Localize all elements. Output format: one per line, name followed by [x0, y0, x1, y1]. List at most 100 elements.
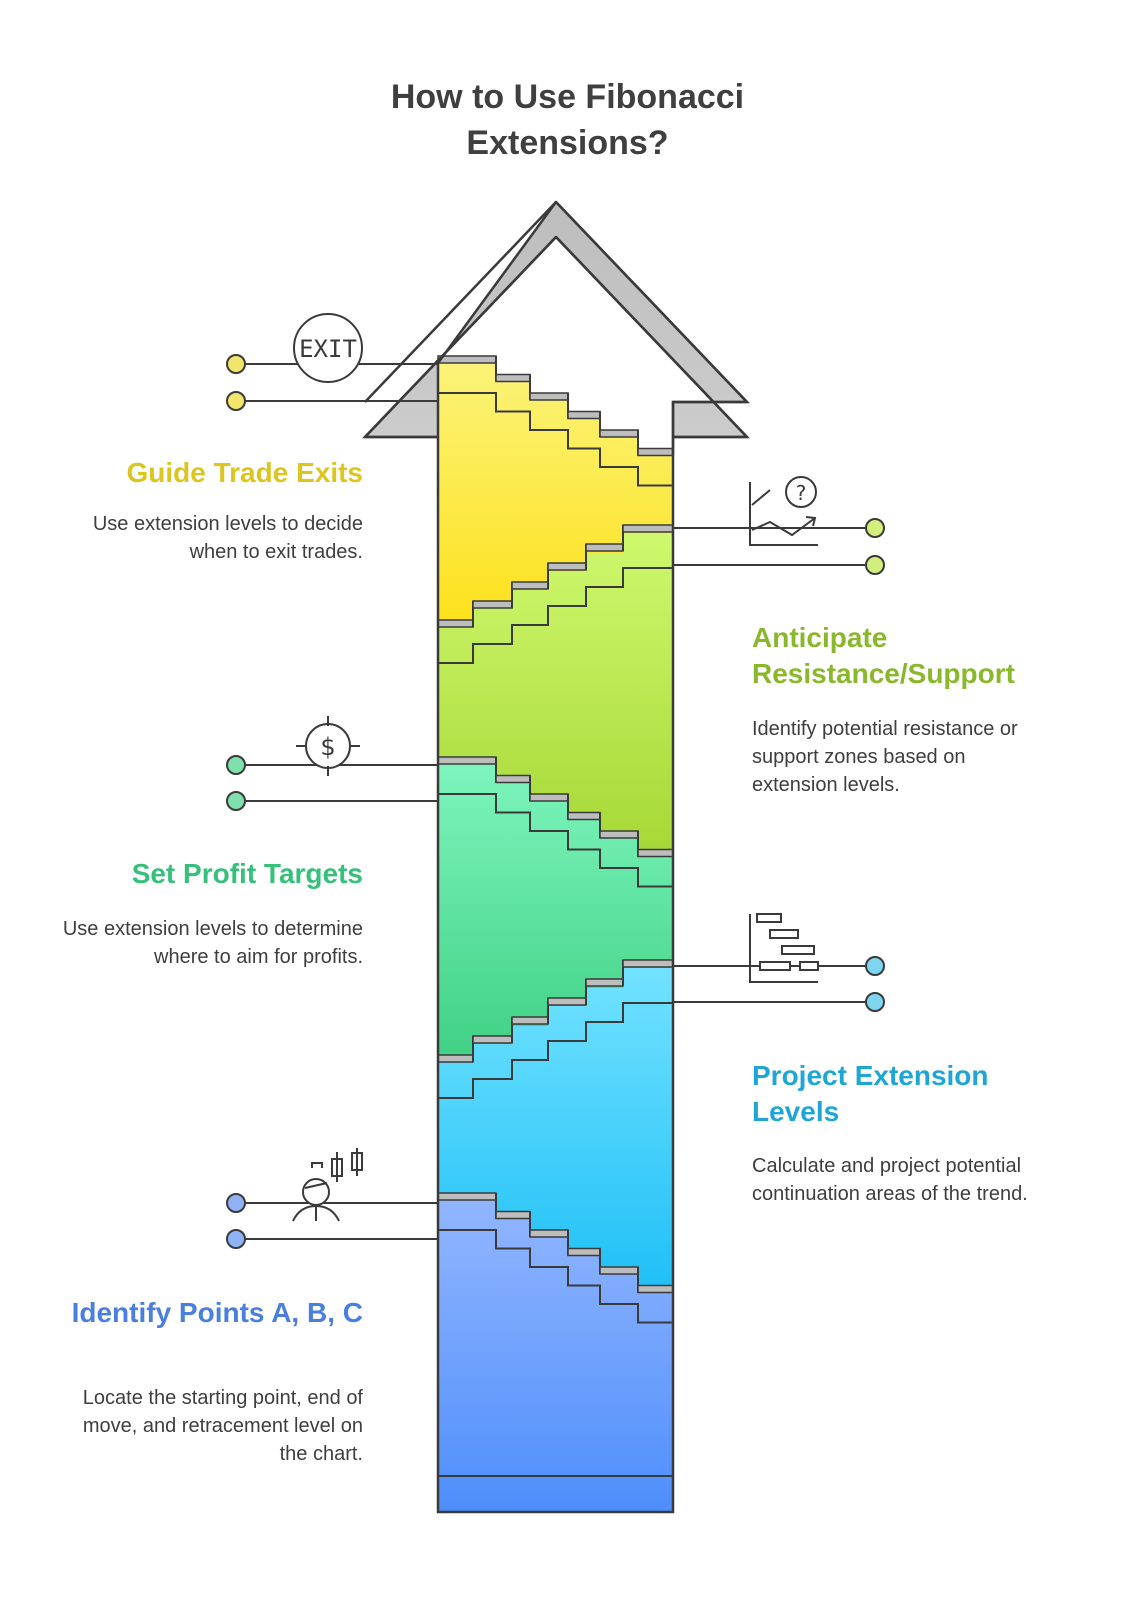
band-guide-exits [365, 363, 673, 627]
step-tread [599, 1266, 639, 1275]
stairs-identify-points [437, 1192, 674, 1324]
band-identify-points [438, 1198, 673, 1512]
step-tread [637, 1284, 674, 1294]
arrow-stairs [436, 355, 675, 1514]
trader-glasses [304, 1182, 328, 1189]
step-tread [637, 848, 674, 858]
step-tread [511, 581, 549, 590]
connector-anticipate-a [673, 518, 885, 538]
step-tread [585, 978, 624, 987]
step-tread [567, 811, 601, 821]
step-tread [511, 1016, 549, 1025]
chart-arrow-tip [805, 516, 817, 527]
stairs-set-profit [437, 756, 674, 888]
connector-guide-exits-b [226, 391, 438, 411]
arrow-head-edge-right [555, 201, 750, 455]
exit-sign-text: EXIT [299, 335, 357, 363]
step-tread [529, 793, 569, 802]
gantt-bar [799, 961, 819, 971]
dollar-sign: $ [320, 733, 335, 761]
chart-axes [749, 482, 818, 546]
arrow-head [362, 200, 750, 455]
connector-dot [226, 1229, 246, 1249]
step-tread [437, 756, 497, 765]
gantt-bar [781, 945, 815, 955]
connector-identify-points-a [226, 1193, 438, 1213]
step-tread [472, 1035, 513, 1044]
step-heading-anticipate-resistance: Anticipate Resistance/Support [752, 622, 1015, 689]
step-tread [437, 619, 474, 628]
step-lower-line [438, 392, 673, 487]
connector-dot [865, 555, 885, 575]
step-tread [529, 1229, 569, 1238]
arrow-bands [365, 363, 673, 1512]
step-tread [547, 562, 587, 571]
step-tread [437, 355, 497, 364]
gantt-bar [759, 961, 791, 971]
chart-trend-line [751, 517, 816, 537]
connector-dot [226, 1193, 246, 1213]
gantt-bar [769, 929, 799, 939]
connector-dot [226, 791, 246, 811]
step-tread [529, 392, 569, 401]
arrow-head-edge-left [364, 201, 557, 403]
step-tread [495, 1210, 531, 1220]
step-tread [567, 410, 601, 420]
step-lower-line [438, 1002, 673, 1099]
connector-dot [226, 755, 246, 775]
connector-dot [226, 354, 246, 374]
step-lower-line [438, 793, 673, 888]
step-description-project-extension-levels: Calculate and project potential continua… [752, 1155, 1028, 1205]
dollar-target-icon: $ [296, 716, 360, 776]
candle-small [311, 1162, 323, 1168]
connector-dot [865, 518, 885, 538]
connector-dot [865, 992, 885, 1012]
connectors [226, 354, 885, 1249]
connector-set-profit-b [226, 791, 438, 811]
step-tread [637, 447, 674, 457]
step-tread [547, 997, 587, 1006]
step-tread [437, 1054, 474, 1063]
step-heading-guide-trade-exits: Guide Trade Exits [126, 457, 363, 488]
step-tread [622, 959, 674, 968]
step-tread [622, 524, 674, 533]
step-tread [495, 373, 531, 383]
step-tread [472, 600, 513, 609]
step-heading-identify-points: Identify Points A, B, C [71, 1297, 363, 1328]
connector-identify-points-b [226, 1229, 438, 1249]
step-lower-line [438, 1229, 673, 1324]
stairs-guide-exits [437, 355, 674, 487]
chart-line-up [751, 489, 771, 506]
gantt-chart-icon [749, 913, 819, 983]
connector-project-extension-b [673, 992, 885, 1012]
step-description-anticipate-resistance: Identify potential resistance or support… [752, 718, 1018, 796]
step-tread [599, 429, 639, 438]
page-title: How to Use Fibonacci Extensions? [390, 78, 745, 162]
step-description-guide-trade-exits: Use extension levels to decide when to e… [92, 513, 363, 563]
connector-dot [865, 956, 885, 976]
question-circle [785, 476, 817, 508]
step-tread [495, 774, 531, 784]
arrow-head-inner-right [555, 236, 750, 439]
question-mark: ? [796, 481, 807, 505]
gantt-axes [749, 914, 818, 983]
step-tread [567, 1247, 601, 1257]
step-tread [585, 543, 624, 552]
connector-dot [226, 391, 246, 411]
connector-anticipate-b [673, 555, 885, 575]
icons: EXIT? $ [292, 313, 819, 1222]
arrow-head-inner-left [362, 236, 557, 439]
step-lower-line [438, 567, 673, 664]
chart-question-icon: ? [749, 476, 818, 546]
step-description-set-profit-targets: Use extension levels to determine where … [62, 918, 363, 968]
gantt-bar [756, 913, 782, 923]
step-tread [599, 830, 639, 839]
exit-sign-icon: EXIT [293, 313, 363, 383]
step-heading-set-profit-targets: Set Profit Targets [131, 858, 363, 889]
trader-candlestick-icon [292, 1148, 363, 1222]
step-description-identify-points: Locate the starting point, end of move, … [82, 1387, 363, 1465]
step-tread [437, 1192, 497, 1201]
exit-sign-circle [293, 313, 363, 383]
